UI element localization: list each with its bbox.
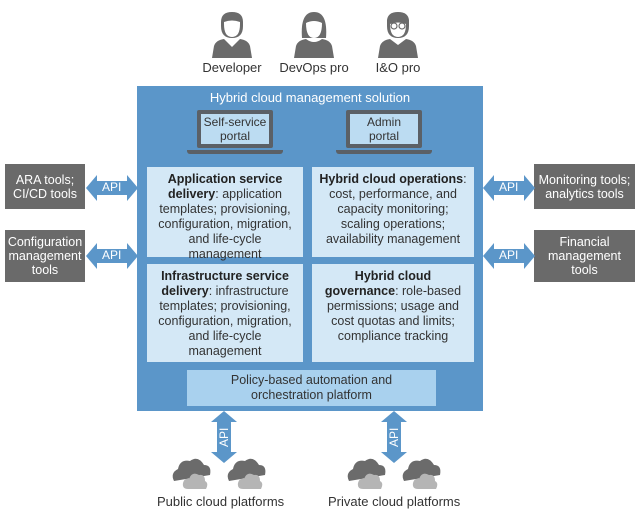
tool-line: management bbox=[548, 249, 621, 263]
main-title: Hybrid cloud management solution bbox=[209, 90, 411, 105]
private-cloud-icons bbox=[347, 458, 441, 489]
tool-line: tools bbox=[31, 263, 59, 277]
ara-cicd-tools-box: ARA tools;CI/CD tools bbox=[5, 164, 85, 209]
hybrid-cloud-operations-panel: Hybrid cloud operations: cost, performan… bbox=[312, 167, 474, 257]
portal-label-line1: Self-service bbox=[203, 115, 267, 129]
private-cloud-platforms-label: Private cloud platforms bbox=[328, 494, 461, 509]
cloud-icon bbox=[402, 458, 441, 489]
cloud-icon bbox=[227, 458, 266, 489]
tool-line: Configuration bbox=[7, 235, 83, 249]
tool-line: ARA tools; bbox=[15, 172, 75, 187]
api-label: API bbox=[499, 248, 519, 262]
persona-label: I&O pro bbox=[375, 60, 421, 75]
persona-label: DevOps pro bbox=[279, 60, 349, 75]
api-label: API bbox=[102, 180, 122, 194]
tool-line: Financial bbox=[559, 235, 610, 249]
api-double-arrow-icon bbox=[86, 243, 138, 269]
portal-label-line2: portal bbox=[219, 129, 251, 143]
tool-line: CI/CD tools bbox=[13, 186, 77, 201]
api-label: API bbox=[217, 427, 231, 447]
panel-text: : infrastructure templates; provisioning… bbox=[158, 284, 292, 358]
tool-line: analytics tools bbox=[545, 186, 624, 201]
portal-label-line1: Admin bbox=[366, 115, 401, 129]
panel-text: : cost, performance, and capacity monito… bbox=[325, 172, 467, 246]
infrastructure-service-delivery-panel: Infrastructure service delivery: infrast… bbox=[147, 264, 303, 362]
persona-developer: Developer bbox=[187, 8, 277, 75]
application-service-delivery-panel: Application service delivery: applicatio… bbox=[147, 167, 303, 261]
panel-text: : role-based permissions; usage and cost… bbox=[326, 284, 462, 343]
panel-heading: Hybrid cloud governance bbox=[324, 269, 432, 298]
api-double-arrow-icon bbox=[483, 175, 535, 201]
cloud-icon bbox=[347, 458, 386, 489]
persona-label: Developer bbox=[202, 60, 262, 75]
panel-heading: Infrastructure service delivery bbox=[161, 269, 289, 298]
tool-line: tools bbox=[571, 263, 598, 277]
public-cloud-icons bbox=[172, 458, 266, 489]
person-male-icon bbox=[212, 12, 252, 58]
panel-text: : application templates; provisioning, c… bbox=[158, 187, 292, 261]
api-label: API bbox=[387, 427, 401, 447]
tool-line: Monitoring tools; bbox=[538, 172, 631, 187]
person-female-icon bbox=[294, 12, 334, 58]
public-cloud-platforms-label: Public cloud platforms bbox=[157, 494, 285, 509]
persona-io: I&O pro bbox=[353, 8, 443, 75]
hybrid-cloud-governance-panel: Hybrid cloud governance: role-based perm… bbox=[312, 264, 474, 362]
policy-automation-platform: Policy-based automation and orchestratio… bbox=[187, 370, 436, 406]
tool-line: management bbox=[8, 249, 82, 263]
monitoring-analytics-tools-box: Monitoring tools;analytics tools bbox=[534, 164, 635, 209]
api-label: API bbox=[102, 248, 122, 262]
policy-line2: orchestration platform bbox=[251, 388, 372, 402]
api-double-arrow-icon bbox=[211, 411, 237, 463]
panel-heading: Hybrid cloud operations bbox=[319, 172, 464, 186]
portal-label-line2: portal bbox=[368, 129, 399, 143]
person-glasses-icon bbox=[378, 12, 418, 58]
cloud-icon bbox=[172, 458, 211, 489]
api-double-arrow-icon bbox=[86, 175, 138, 201]
persona-devops: DevOps pro bbox=[269, 8, 359, 75]
panel-heading: Application service delivery bbox=[167, 172, 283, 201]
api-label: API bbox=[499, 180, 519, 194]
policy-line1: Policy-based automation and bbox=[230, 373, 393, 387]
api-double-arrow-icon bbox=[483, 243, 535, 269]
api-double-arrow-icon bbox=[381, 411, 407, 463]
